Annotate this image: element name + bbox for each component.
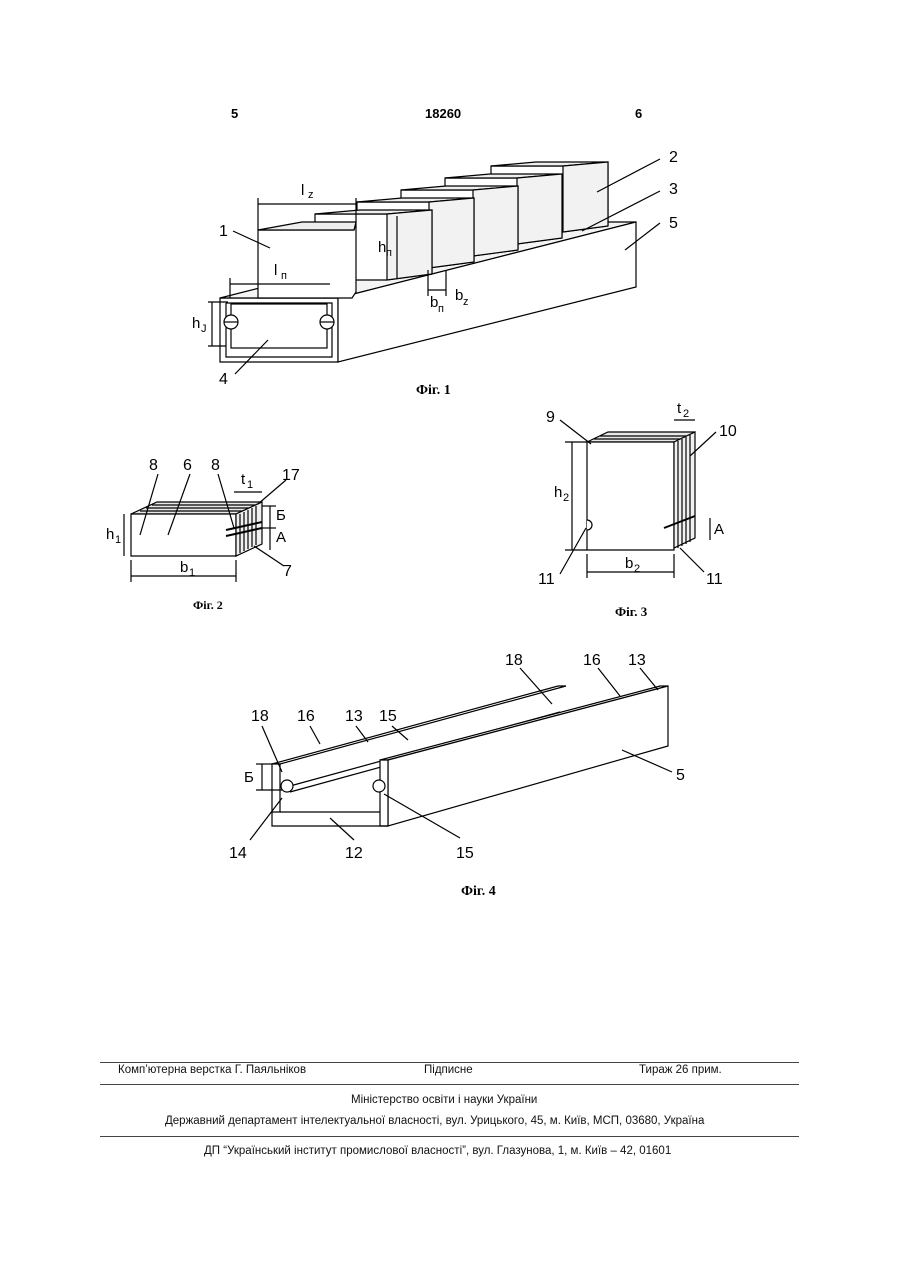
footer-signed: Підписне — [424, 1064, 473, 1076]
svg-text:1: 1 — [189, 567, 195, 579]
fig3-label-10: 10 — [719, 423, 737, 440]
footer-rule-bottom — [100, 1136, 799, 1137]
fig2-label-7: 7 — [283, 563, 292, 580]
fig1-label-1: 1 — [219, 223, 228, 240]
fig1-dim-lz: l — [301, 182, 304, 199]
fig2-label-6: 6 — [183, 457, 192, 474]
fig4-label-18a: 18 — [505, 652, 523, 669]
fig4-label-18b: 18 — [251, 708, 269, 725]
fig4-dim-B: Б — [244, 769, 254, 786]
svg-text:2: 2 — [563, 492, 569, 504]
fig4-label-15b: 15 — [456, 845, 474, 862]
fig2-caption: Фіг. 2 — [193, 598, 223, 613]
fig3-label-11a: 11 — [538, 571, 555, 588]
fig4-label-12: 12 — [345, 845, 363, 862]
fig4-caption: Фіг. 4 — [461, 884, 496, 900]
svg-text:1: 1 — [247, 479, 253, 491]
footer-rule-middle — [100, 1084, 799, 1085]
svg-text:2: 2 — [683, 408, 689, 420]
fig3-dim-b2: b — [625, 555, 633, 572]
fig1-label-5: 5 — [669, 215, 678, 232]
fig1-dim-hj: h — [192, 315, 200, 332]
footer-typesetter: Комп’ютерна верстка Г. Паяльніков — [118, 1064, 306, 1076]
fig3-dim-A: А — [714, 521, 724, 538]
fig3-dim-h2: h — [554, 484, 562, 501]
fig4-label-16a: 16 — [583, 652, 601, 669]
figure-1: 1 2 3 5 4 l z l п h п b п b z — [192, 149, 678, 388]
figure-2: 8 6 8 17 7 t 1 h 1 b 1 Б А — [106, 457, 300, 582]
footer-institute: ДП “Український інститут промислової вла… — [204, 1145, 671, 1157]
fig3-label-9: 9 — [546, 409, 555, 426]
fig2-label-17: 17 — [282, 467, 300, 484]
fig1-dim-ln: l — [274, 262, 277, 279]
block-1 — [258, 222, 356, 298]
fig2-dim-A: А — [276, 529, 286, 546]
fig4-label-13a: 13 — [628, 652, 646, 669]
figure-3: 9 10 11 11 t 2 h 2 b 2 А — [538, 400, 737, 588]
svg-text:2: 2 — [634, 563, 640, 575]
fig2-dim-B: Б — [276, 507, 286, 524]
svg-text:J: J — [201, 323, 207, 335]
svg-text:1: 1 — [115, 534, 121, 546]
fig2-label-8a: 8 — [149, 457, 158, 474]
fig3-label-11b: 11 — [706, 571, 723, 588]
footer-ministry: Міністерство освіти і науки України — [351, 1094, 537, 1106]
footer-circulation: Тираж 26 прим. — [639, 1064, 722, 1076]
svg-text:z: z — [308, 189, 314, 201]
fig1-label-2: 2 — [669, 149, 678, 166]
footer-department: Державний департамент інтелектуальної вл… — [165, 1115, 704, 1127]
svg-text:п: п — [386, 247, 392, 259]
fig4-label-14: 14 — [229, 845, 247, 862]
fig3-dim-t2: t — [677, 400, 682, 417]
fig4-label-15a: 15 — [379, 708, 397, 725]
fig1-caption: Фіг. 1 — [416, 383, 451, 399]
fig2-dim-b1: b — [180, 559, 188, 576]
fig1-label-4: 4 — [219, 371, 228, 388]
svg-text:п: п — [281, 270, 287, 282]
fig4-label-5: 5 — [676, 767, 685, 784]
fig4-label-13b: 13 — [345, 708, 363, 725]
fig3-caption: Фіг. 3 — [615, 604, 647, 620]
footer-rule-top — [100, 1062, 799, 1063]
svg-text:z: z — [463, 296, 469, 308]
fig4-label-16b: 16 — [297, 708, 315, 725]
fig2-dim-t1: t — [241, 471, 246, 488]
fig1-label-3: 3 — [669, 181, 678, 198]
fig2-dim-h1: h — [106, 526, 114, 543]
fig2-label-8b: 8 — [211, 457, 220, 474]
svg-text:п: п — [438, 303, 444, 315]
figure-4: 18 16 13 18 16 13 15 5 14 12 15 Б — [229, 652, 685, 862]
